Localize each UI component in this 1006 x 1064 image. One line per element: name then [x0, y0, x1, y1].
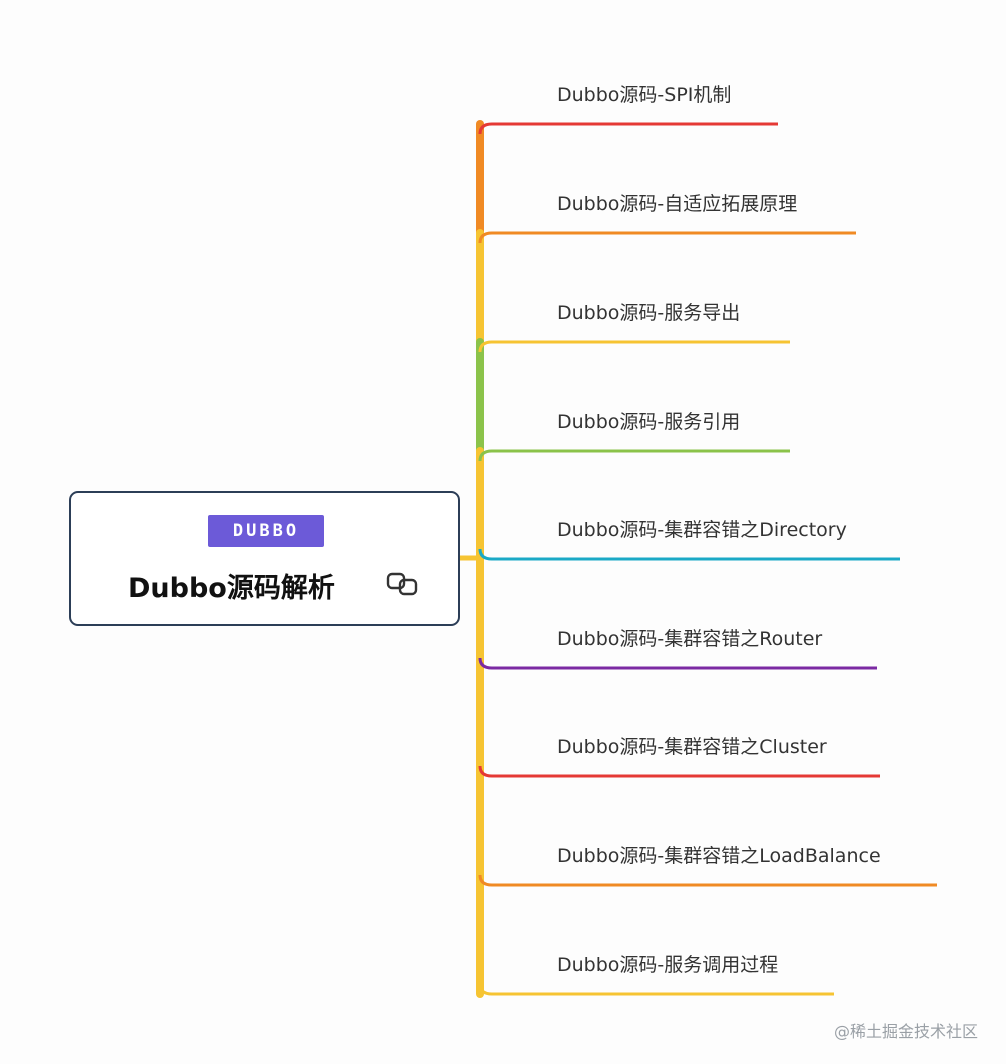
watermark: @稀土掘金技术社区: [833, 1022, 978, 1041]
branch-line: [478, 122, 778, 135]
root-topic-title: Dubbo源码解析: [128, 573, 335, 604]
branch-topic-label[interactable]: Dubbo源码-SPI机制: [557, 84, 732, 106]
branch-line: [478, 983, 834, 996]
branch-topic-label[interactable]: Dubbo源码-服务引用: [557, 411, 741, 433]
branch-topic-label[interactable]: Dubbo源码-自适应拓展原理: [557, 193, 798, 215]
branch-line: [478, 231, 856, 244]
branch-line: [478, 449, 790, 462]
branch-line: [478, 765, 880, 778]
dubbo-logo: DUBBO: [208, 515, 324, 547]
branch-topic-label[interactable]: Dubbo源码-集群容错之LoadBalance: [557, 845, 881, 867]
root-topic-node[interactable]: DUBBO Dubbo源码解析: [69, 491, 460, 626]
branch-line: [478, 548, 900, 561]
branch-line: [478, 874, 937, 887]
branch-topic-label[interactable]: Dubbo源码-集群容错之Directory: [557, 519, 847, 541]
branch-topic-label[interactable]: Dubbo源码-集群容错之Cluster: [557, 736, 827, 758]
branch-topic-label[interactable]: Dubbo源码-服务导出: [557, 302, 741, 324]
branch-line: [478, 340, 790, 353]
branch-topic-label[interactable]: Dubbo源码-集群容错之Router: [557, 628, 823, 650]
branch-topic-label[interactable]: Dubbo源码-服务调用过程: [557, 954, 779, 976]
link-icon[interactable]: [386, 571, 420, 597]
branch-line: [478, 657, 877, 670]
